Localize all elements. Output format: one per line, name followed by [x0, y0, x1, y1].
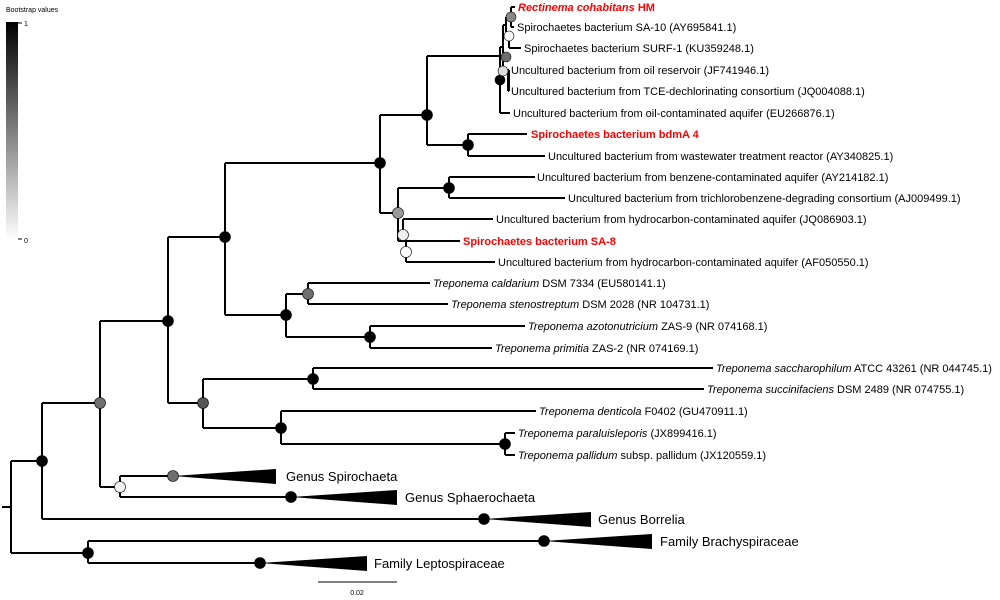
leaf-label-l20: Treponema denticola F0402 (GU470911.1)	[539, 406, 748, 418]
node-marker	[421, 109, 433, 121]
leaf-label-l1: Rectinema cohabitans HM	[518, 2, 655, 14]
leaf-label-l8: Uncultured bacterium from wastewater tre…	[548, 151, 893, 163]
node-marker	[36, 455, 48, 467]
node-marker	[397, 229, 409, 241]
clade-label-sphaerochaeta: Genus Sphaerochaeta	[405, 490, 536, 505]
leaf-label-l22: Treponema pallidum subsp. pallidum (JX12…	[518, 450, 766, 462]
node-marker	[219, 231, 231, 243]
leaf-label-l11: Uncultured bacterium from hydrocarbon-co…	[496, 214, 867, 226]
leaf-label-l10: Uncultured bacterium from trichlorobenze…	[568, 193, 961, 205]
leaf-label-l14: Treponema caldarium DSM 7334 (EU580141.1…	[433, 278, 666, 290]
leaf-label-l19: Treponema succinifaciens DSM 2489 (NR 07…	[707, 384, 964, 396]
node-marker	[364, 331, 376, 343]
leaf-label-l16: Treponema azotonutricium ZAS-9 (NR 07416…	[528, 321, 767, 333]
legend-title: Bootstrap values	[6, 7, 59, 14]
bootstrap-nodes	[36, 11, 550, 569]
leaf-label-l21: Treponema paraluisleporis (JX899416.1)	[518, 428, 717, 440]
node-marker	[302, 288, 314, 300]
node-marker	[462, 139, 474, 151]
leaf-label-l13: Uncultured bacterium from hydrocarbon-co…	[498, 257, 869, 269]
legend-color-bar	[6, 22, 18, 240]
clade-triangle-sphaerochaeta	[291, 490, 397, 505]
node-marker	[500, 51, 512, 63]
clade-label-spirochaeta: Genus Spirochaeta	[286, 469, 398, 484]
clade-triangle-spirochaeta	[173, 469, 276, 484]
leaf-label-l3: Spirochaetes bacterium SURF-1 (KU359248.…	[524, 43, 754, 55]
node-marker	[392, 207, 404, 219]
clade-triangle-brachyspiraceae	[544, 534, 652, 549]
node-marker	[167, 470, 179, 482]
bootstrap-legend: Bootstrap values 1 0	[6, 7, 59, 245]
clade-labels: Genus Spirochaeta Genus Sphaerochaeta Ge…	[286, 469, 799, 571]
node-marker	[374, 157, 386, 169]
leaf-label-l5: Uncultured bacterium from TCE-dechlorina…	[511, 86, 865, 98]
node-marker	[162, 315, 174, 327]
node-marker	[285, 491, 297, 503]
node-marker	[275, 422, 287, 434]
clade-label-leptospiraceae: Family Leptospiraceae	[374, 556, 505, 571]
node-marker	[503, 30, 515, 42]
clade-triangle-borrelia	[484, 512, 591, 527]
node-marker	[400, 246, 412, 258]
leaf-label-l4: Uncultured bacterium from oil reservoir …	[511, 65, 769, 77]
node-marker	[443, 182, 455, 194]
leaf-label-l9: Uncultured bacterium from benzene-contam…	[537, 172, 888, 184]
leaf-labels: Rectinema cohabitans HM Spirochaetes bac…	[433, 2, 992, 462]
legend-tick-max: 1	[24, 21, 28, 28]
legend-tick-min: 0	[24, 238, 28, 245]
collapsed-clades	[173, 469, 652, 571]
leaf-label-l2: Spirochaetes bacterium SA-10 (AY695841.1…	[517, 22, 736, 34]
node-marker	[280, 309, 292, 321]
node-marker	[505, 11, 517, 23]
leaf-label-l7: Spirochaetes bacterium bdmA 4	[531, 129, 700, 141]
node-marker	[254, 557, 266, 569]
node-marker	[538, 535, 550, 547]
node-marker	[307, 373, 319, 385]
clade-label-borrelia: Genus Borrelia	[598, 512, 685, 527]
clade-label-brachyspiraceae: Family Brachyspiraceae	[660, 534, 799, 549]
node-marker	[497, 65, 509, 77]
leaf-label-l15: Treponema stenostreptum DSM 2028 (NR 104…	[451, 299, 709, 311]
node-marker	[197, 397, 209, 409]
node-marker	[478, 513, 490, 525]
scale-bar: 0.02	[318, 581, 397, 597]
node-marker	[94, 397, 106, 409]
node-marker	[82, 547, 94, 559]
leaf-label-l18: Treponema saccharophilum ATCC 43261 (NR …	[716, 363, 992, 375]
node-marker	[494, 74, 506, 86]
leaf-label-l6: Uncultured bacterium from oil-contaminat…	[513, 108, 835, 120]
node-marker	[114, 481, 126, 493]
leaf-label-l12: Spirochaetes bacterium SA-8	[463, 236, 616, 248]
leaf-label-l17: Treponema primitia ZAS-2 (NR 074169.1)	[495, 343, 698, 355]
node-marker	[499, 438, 511, 450]
scale-bar-label: 0.02	[350, 590, 364, 597]
clade-triangle-leptospiraceae	[260, 556, 367, 571]
